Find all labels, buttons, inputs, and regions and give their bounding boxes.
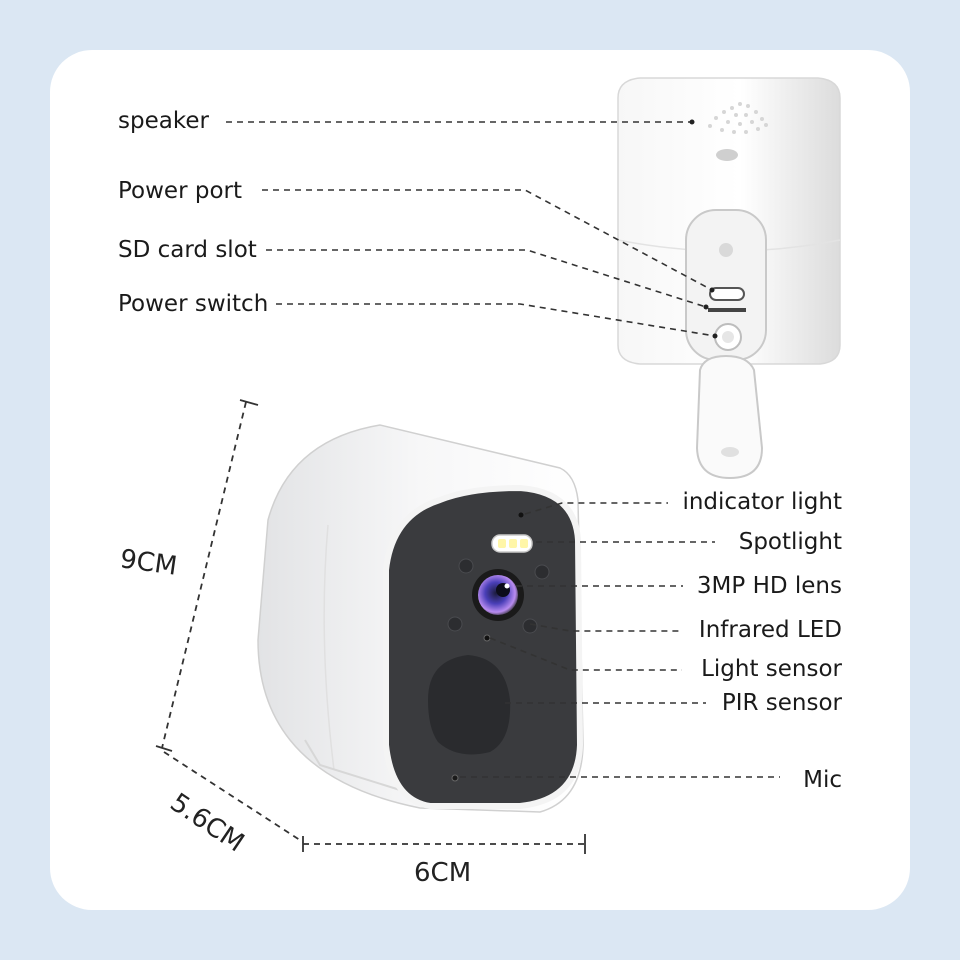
label-hd-lens: 3MP HD lens: [696, 573, 842, 599]
infrared-led: [447, 558, 550, 634]
label-light-sensor: Light sensor: [701, 656, 842, 682]
label-speaker: speaker: [118, 108, 209, 134]
label-power-switch: Power switch: [118, 291, 269, 317]
mic-hole: [451, 774, 459, 782]
pir-sensor: [428, 655, 511, 755]
light-sensor: [483, 634, 491, 642]
label-sd-card-slot: SD card slot: [118, 237, 257, 263]
label-indicator-light: indicator light: [682, 489, 842, 515]
label-infrared-led: Infrared LED: [698, 617, 842, 643]
label-spotlight: Spotlight: [738, 529, 842, 555]
sd-card-slot: [708, 308, 746, 312]
rubber-cover-flap: [695, 354, 764, 480]
camera-rear-view: [617, 77, 841, 480]
label-pir-sensor: PIR sensor: [721, 690, 842, 716]
dimension-width: 6CM: [414, 858, 472, 888]
camera-front-view: [257, 424, 584, 813]
speaker-grille: [708, 102, 768, 134]
label-mic: Mic: [803, 767, 842, 793]
dimension-lines: [155, 399, 586, 854]
leader-lines: [226, 121, 780, 778]
label-power-port: Power port: [118, 178, 242, 204]
indicator-light: [518, 512, 524, 518]
power-port: [709, 287, 745, 301]
